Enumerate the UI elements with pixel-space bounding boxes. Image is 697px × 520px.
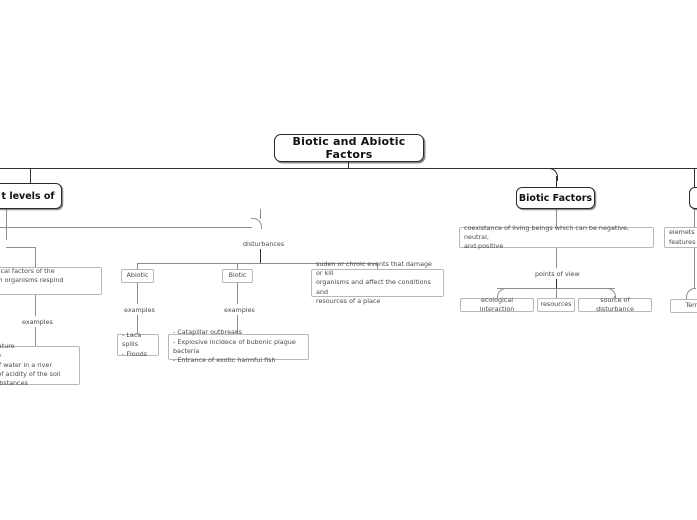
right-item-label: Terrestr	[685, 301, 697, 310]
disturbances-stem-top	[260, 209, 261, 219]
biotic-def-stem	[556, 209, 557, 227]
abiotic-examples-box[interactable]: - Laca spills - Floods	[117, 331, 159, 358]
branch-left-cropped-label: t levels of	[1, 190, 55, 202]
pov-stem-mid	[556, 288, 557, 299]
node-abiotic-label: Abiotic	[126, 271, 149, 280]
left-subrail-elbow	[251, 218, 262, 229]
left-examples-box[interactable]: emperature umidity peed of water in a ri…	[0, 342, 80, 387]
disturbances-label: disturbances	[241, 240, 287, 248]
node-biotic-small-label: Biotic	[228, 271, 247, 280]
root-node-label: Biotic and Abiotic Factors	[292, 135, 406, 161]
left-branch-drop	[6, 209, 7, 227]
left-definition-top-rail	[6, 247, 36, 248]
biotic-examples-box[interactable]: - Catapillar outbreaks - Explosive incid…	[168, 328, 309, 364]
left-examples-stem-a	[35, 295, 36, 316]
points-of-view-label: points of view	[533, 270, 582, 278]
branch-biotic-factors[interactable]: Biotic Factors	[516, 187, 595, 209]
points-of-view-stem-b	[556, 279, 558, 296]
root-node[interactable]: Biotic and Abiotic Factors	[274, 134, 424, 162]
left-subrail	[0, 227, 252, 228]
left-definition-text: nd chemical factors of the t to which or…	[0, 267, 64, 285]
pov-box-source-of-disturbance[interactable]: source of disturbance	[578, 296, 652, 313]
abiotic-examples-text: - Laca spills - Floods	[122, 331, 147, 358]
left-examples-label: examples	[20, 318, 55, 326]
pov-elbow-left	[497, 288, 507, 298]
biotic-branch-stem	[556, 176, 558, 187]
disturbance-def-stem	[377, 263, 378, 270]
abiotic-examples-stem-a	[137, 283, 138, 304]
disturbances-spread-rail	[137, 263, 377, 264]
branch-biotic-factors-label: Biotic Factors	[518, 192, 593, 204]
biotic-definition-box[interactable]: coexistance of living beings which can b…	[459, 224, 654, 250]
pov-box-source-of-disturbance-label: source of disturbance	[596, 295, 634, 313]
pov-box-resources[interactable]: resources	[537, 298, 575, 312]
pov-box-ecological-interaction[interactable]: ecological interaction	[460, 296, 534, 313]
biotic-small-stem	[237, 263, 238, 270]
abiotic-examples-label: examples	[122, 306, 157, 314]
node-biotic-small[interactable]: Biotic	[222, 269, 253, 283]
right-definition-box[interactable]: elemets of b features of l	[664, 227, 697, 248]
left-branch-stem	[30, 168, 32, 183]
branch-left-cropped[interactable]: t levels of	[0, 183, 62, 209]
right-item-elbow	[686, 288, 696, 298]
right-definition-text: elemets of b features of l	[669, 228, 697, 246]
branch-right-cropped[interactable]	[689, 187, 697, 209]
disturbances-stem-mid	[260, 249, 262, 263]
left-examples-text: emperature umidity peed of water in a ri…	[0, 342, 61, 388]
left-examples-stem-b	[35, 327, 36, 346]
biotic-examples-text: - Catapillar outbreaks - Explosive incid…	[173, 328, 296, 365]
main-rail	[0, 168, 697, 170]
points-of-view-stem-a	[556, 248, 557, 268]
biotic-definition-text: coexistance of living beings which can b…	[464, 223, 629, 251]
right-def-stem	[694, 209, 695, 227]
biotic-examples-label: examples	[222, 306, 257, 314]
left-definition-top-stem	[35, 247, 36, 267]
right-item-box[interactable]: Terrestr	[670, 299, 697, 313]
left-definition-box[interactable]: nd chemical factors of the t to which or…	[0, 267, 102, 295]
root-stem	[348, 162, 350, 169]
right-item-stem	[694, 248, 695, 288]
right-branch-stem	[694, 168, 696, 187]
pov-stem-right	[614, 296, 615, 299]
left-definition-stem	[6, 227, 7, 240]
biotic-examples-stem-b	[237, 315, 238, 334]
biotic-examples-stem-a	[237, 283, 238, 304]
node-abiotic[interactable]: Abiotic	[121, 269, 154, 283]
abiotic-examples-stem-b	[137, 315, 138, 334]
disturbance-definition-text: suden or chroic events that damage or ki…	[316, 259, 432, 305]
abiotic-stem	[137, 263, 138, 270]
pov-box-ecological-interaction-label: ecological interaction	[479, 295, 515, 313]
pov-stem-left	[497, 296, 498, 299]
pov-box-resources-label: resources	[540, 300, 572, 309]
biotic-branch-elbow	[545, 168, 558, 181]
disturbance-definition-box[interactable]: suden or chroic events that damage or ki…	[311, 260, 444, 305]
right-item-drop	[686, 296, 687, 299]
